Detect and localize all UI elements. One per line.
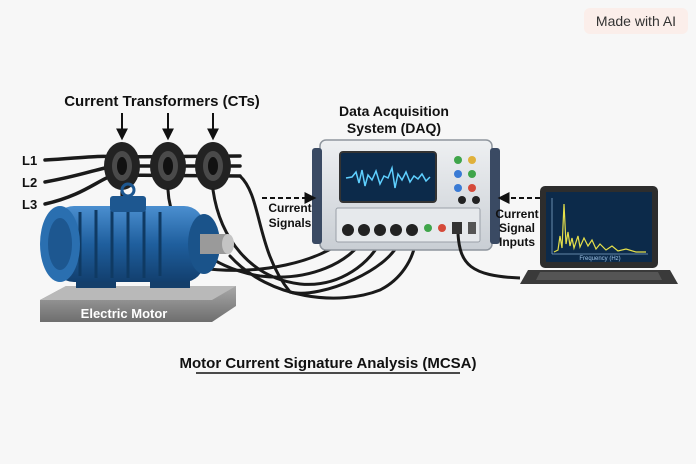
motor-label: Electric Motor bbox=[81, 306, 168, 321]
current-signals-label-2: Signals bbox=[269, 216, 312, 230]
knob-icon bbox=[468, 184, 476, 192]
ct-title: Current Transformers (CTs) bbox=[64, 93, 260, 110]
bnc-connector-icon bbox=[374, 224, 386, 236]
made-with-ai-badge: Made with AI bbox=[584, 8, 688, 34]
knob-icon bbox=[454, 170, 462, 178]
bnc-connector-icon bbox=[390, 224, 402, 236]
laptop-screen bbox=[546, 192, 652, 262]
knob-icon bbox=[472, 196, 480, 204]
ct-clamp-icon bbox=[195, 142, 231, 190]
daq-title-line1: Data Acquisition bbox=[339, 103, 449, 119]
daq-title-line2: System (DAQ) bbox=[347, 120, 441, 136]
usb-port-icon bbox=[452, 222, 462, 234]
current-signals-label-1: Current bbox=[268, 201, 311, 215]
electric-motor: Electric Motor bbox=[40, 182, 236, 322]
laptop: Frequency (Hz) bbox=[520, 186, 678, 284]
daq-waveform bbox=[345, 165, 431, 189]
daq-knobs bbox=[454, 156, 480, 204]
usb-cable bbox=[456, 233, 521, 280]
knob-icon bbox=[458, 196, 466, 204]
ct-clamp-icon bbox=[150, 142, 186, 190]
ct-arrows bbox=[116, 113, 219, 141]
diagram-caption: Motor Current Signature Analysis (MCSA) bbox=[180, 355, 477, 372]
current-transformers bbox=[104, 142, 231, 190]
signal-inputs-label-2: Signal bbox=[499, 221, 535, 235]
knob-icon bbox=[454, 156, 462, 164]
bnc-connector-icon bbox=[406, 224, 418, 236]
l2-label: L2 bbox=[22, 175, 37, 190]
signal-inputs-label-1: Current bbox=[495, 207, 538, 221]
ct-clamp-icon bbox=[104, 142, 140, 190]
l3-label: L3 bbox=[22, 197, 37, 212]
bnc-connector-icon bbox=[342, 224, 354, 236]
daq-bnc-inputs bbox=[342, 224, 418, 236]
knob-icon bbox=[454, 184, 462, 192]
daq-unit bbox=[312, 139, 500, 251]
knob-icon bbox=[468, 156, 476, 164]
signal-inputs-label-3: Inputs bbox=[499, 235, 535, 249]
bnc-connector-icon bbox=[358, 224, 370, 236]
l1-label: L1 bbox=[22, 153, 37, 168]
knob-icon bbox=[468, 170, 476, 178]
laptop-spectrum: Frequency (Hz) bbox=[551, 198, 648, 262]
laptop-axis-label: Frequency (Hz) bbox=[579, 256, 620, 262]
